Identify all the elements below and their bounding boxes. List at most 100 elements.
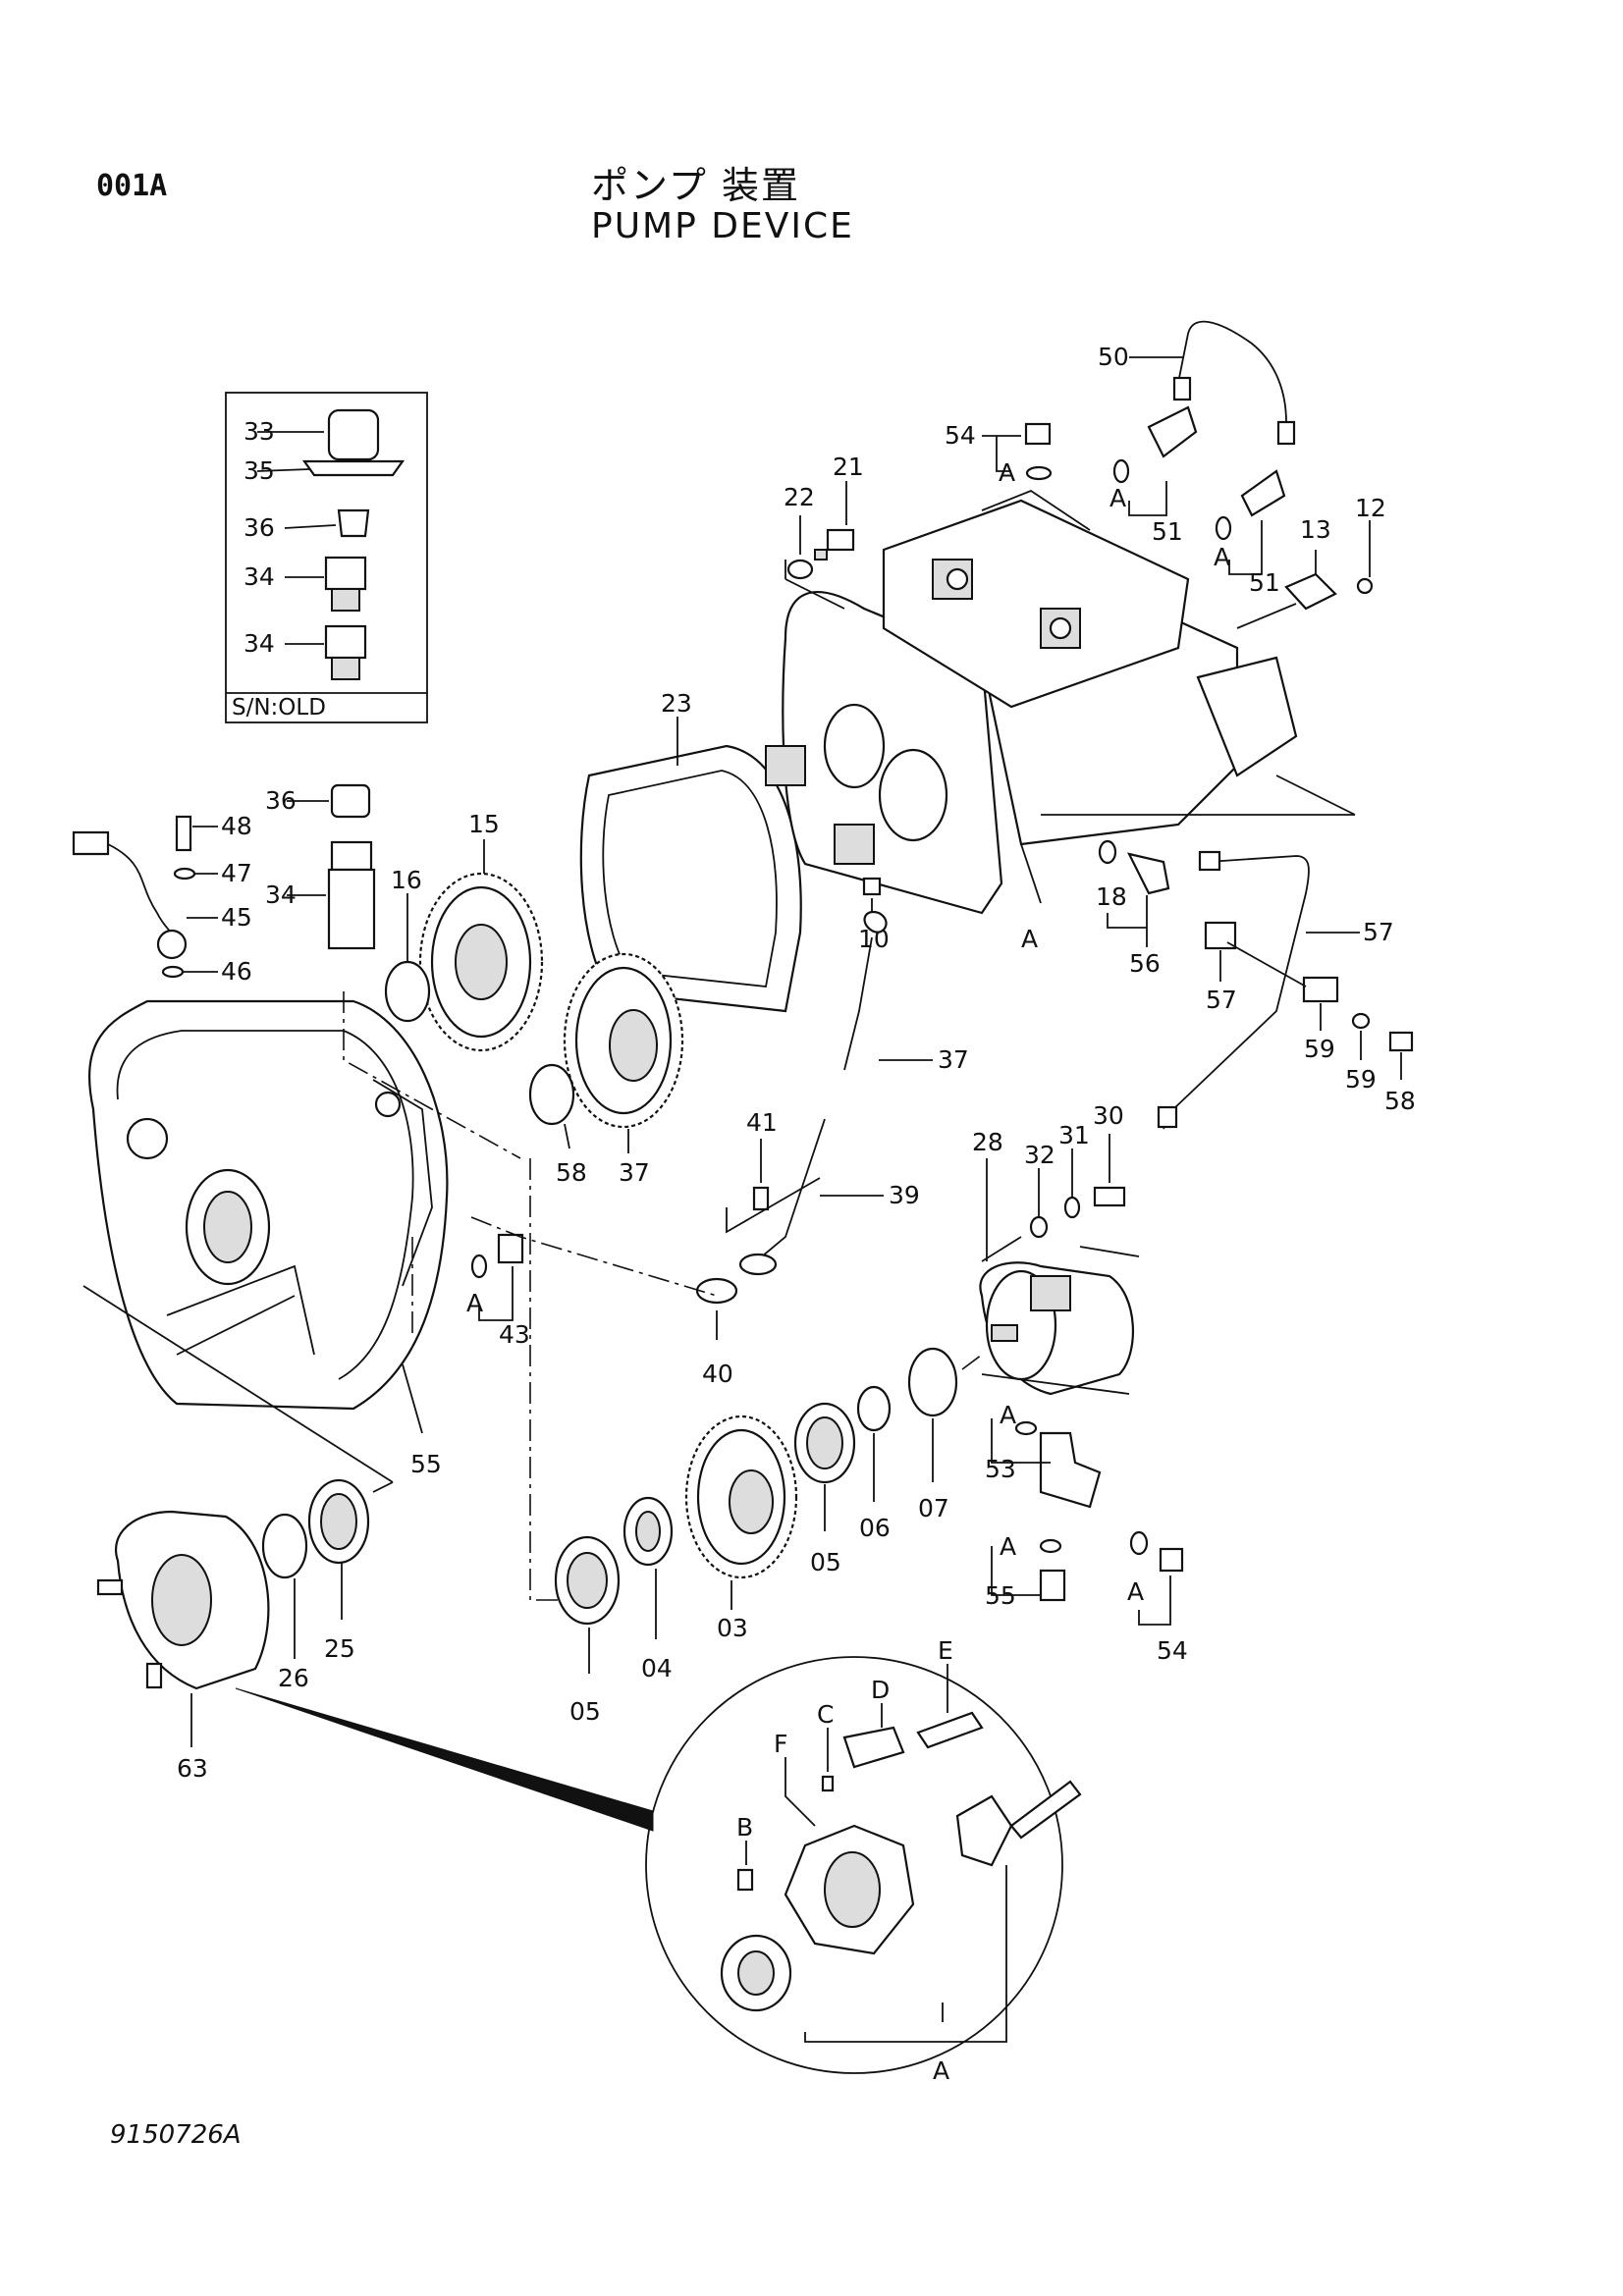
callout-13[interactable]: 13 [1300, 515, 1331, 544]
callout-12[interactable]: 12 [1355, 494, 1386, 522]
part-34-adapter-b[interactable] [331, 657, 360, 680]
callout-22[interactable]: 22 [784, 483, 815, 511]
part-34-adapter-c[interactable] [327, 868, 376, 950]
part-36-plug-a[interactable] [337, 508, 370, 538]
part-36-plug-b[interactable] [330, 783, 371, 819]
part-54-plug-b[interactable] [1159, 1547, 1184, 1573]
callout-36[interactable]: 36 [265, 786, 297, 815]
part-35-clip[interactable] [301, 459, 406, 477]
part-48-bolt[interactable] [175, 815, 192, 852]
part-34-adapter-a[interactable] [331, 588, 360, 612]
part-06-ring[interactable] [856, 1385, 892, 1432]
callout-45[interactable]: 45 [221, 903, 252, 932]
part-25-seal[interactable] [307, 1478, 370, 1565]
part-58-bolt[interactable] [1388, 1031, 1414, 1052]
callout-07[interactable]: 07 [918, 1494, 949, 1522]
part-51-elbow-a[interactable] [1147, 405, 1198, 458]
callout-57[interactable]: 59 [1304, 1035, 1335, 1063]
part-18-pin[interactable] [862, 877, 882, 896]
part-47-washer[interactable] [173, 867, 196, 881]
part-07-snap-ring[interactable] [907, 1347, 958, 1417]
callout-40[interactable]: 40 [702, 1360, 733, 1388]
callout-30[interactable]: 30 [1093, 1101, 1124, 1130]
callout-C[interactable]: C [817, 1700, 834, 1729]
part-40-gasket[interactable] [695, 1277, 738, 1305]
callout-54[interactable]: 54 [945, 421, 976, 450]
part-31-washer[interactable] [1063, 1196, 1081, 1219]
callout-50[interactable]: 50 [1098, 343, 1129, 371]
part-15-gear[interactable] [418, 872, 544, 1052]
callout-23[interactable]: 23 [661, 689, 692, 718]
part-03-gear[interactable] [684, 1415, 798, 1579]
callout-33[interactable]: 33 [243, 417, 275, 446]
part-16-snap-ring-b[interactable] [528, 1063, 575, 1126]
part-D-block[interactable] [842, 1726, 905, 1769]
callout-E[interactable]: E [938, 1636, 953, 1665]
part-55-elbow-a[interactable] [1126, 852, 1170, 895]
part-16-snap-ring-a[interactable] [384, 960, 431, 1023]
callout-B[interactable]: B [736, 1813, 753, 1842]
callout-A[interactable]: A [933, 2056, 949, 2085]
part-28-gear-pump[interactable] [979, 1261, 1134, 1396]
part-05-bearing-a[interactable] [793, 1402, 856, 1484]
callout-53[interactable]: 53 [985, 1455, 1016, 1483]
part-B-setscrew[interactable] [736, 1868, 754, 1892]
callout-04[interactable]: 04 [641, 1654, 673, 1682]
part-46-oring[interactable] [161, 965, 185, 979]
part-30-bolt[interactable] [1093, 1186, 1126, 1207]
callout-25[interactable]: 25 [324, 1634, 355, 1663]
callout-36[interactable]: 36 [243, 513, 275, 542]
callout-39[interactable]: 39 [889, 1181, 920, 1209]
callout-15[interactable]: 15 [468, 810, 500, 838]
callout-48[interactable]: 48 [221, 812, 252, 840]
callout-54[interactable]: 54 [1157, 1636, 1188, 1665]
callout-03[interactable]: 03 [717, 1614, 748, 1642]
part-41-bolt[interactable] [752, 1186, 770, 1211]
callout-A[interactable]: A [1000, 1532, 1016, 1561]
callout-57[interactable]: 57 [1206, 986, 1237, 1014]
callout-43[interactable]: 43 [499, 1320, 530, 1349]
callout-26[interactable]: 26 [278, 1664, 309, 1692]
callout-55[interactable]: 55 [985, 1581, 1016, 1610]
callout-63[interactable]: 63 [177, 1754, 208, 1783]
callout-A[interactable]: 18 [1096, 882, 1127, 911]
part-05-bearing-b[interactable] [554, 1535, 621, 1626]
part-53-fitting[interactable] [1039, 1431, 1102, 1509]
callout-59[interactable]: 59 [1345, 1065, 1377, 1094]
callout-D[interactable]: D [871, 1676, 890, 1704]
callout-47[interactable]: 47 [221, 859, 252, 887]
callout-34[interactable]: 34 [243, 629, 275, 658]
part-12-screw[interactable] [1356, 577, 1374, 595]
callout-F[interactable]: F [774, 1730, 787, 1758]
callout-16[interactable]: 16 [391, 866, 422, 894]
callout-58[interactable]: 58 [1384, 1087, 1416, 1115]
callout-05[interactable]: 05 [810, 1548, 841, 1576]
part-14-gear[interactable] [563, 952, 684, 1129]
part-56-pipe[interactable] [1157, 1105, 1178, 1129]
callout-16[interactable]: 58 [556, 1158, 587, 1187]
part-45-sensor[interactable] [156, 929, 188, 960]
callout-51[interactable]: 51 [1249, 568, 1280, 597]
part-13-bracket[interactable] [1284, 572, 1337, 611]
part-C-pin[interactable] [821, 1775, 835, 1792]
part-43-plug[interactable] [497, 1233, 524, 1264]
callout-A[interactable]: A [466, 1289, 483, 1317]
part-E-bolt[interactable] [916, 1711, 984, 1749]
callout-06[interactable]: 06 [859, 1514, 891, 1542]
callout-14[interactable]: 37 [619, 1158, 650, 1187]
callout-A[interactable]: A [1127, 1577, 1144, 1606]
callout-37[interactable]: 37 [938, 1045, 969, 1074]
callout-35[interactable]: 35 [243, 456, 275, 485]
callout-32[interactable]: 32 [1024, 1141, 1055, 1169]
callout-41[interactable]: 41 [746, 1108, 778, 1137]
part-59-washer[interactable] [1351, 1012, 1371, 1030]
callout-56[interactable]: 57 [1363, 918, 1394, 946]
part-63-coupling[interactable] [96, 1510, 270, 1690]
callout-A[interactable]: A [1109, 484, 1126, 512]
callout-55[interactable]: 56 [1129, 949, 1161, 978]
part-04-shaft[interactable] [622, 1496, 674, 1567]
part-57-clamp-b[interactable] [1302, 976, 1339, 1003]
callout-28[interactable]: 28 [972, 1128, 1003, 1156]
part-01-housing[interactable] [88, 999, 449, 1411]
part-55-fitting-b[interactable] [1039, 1569, 1066, 1602]
